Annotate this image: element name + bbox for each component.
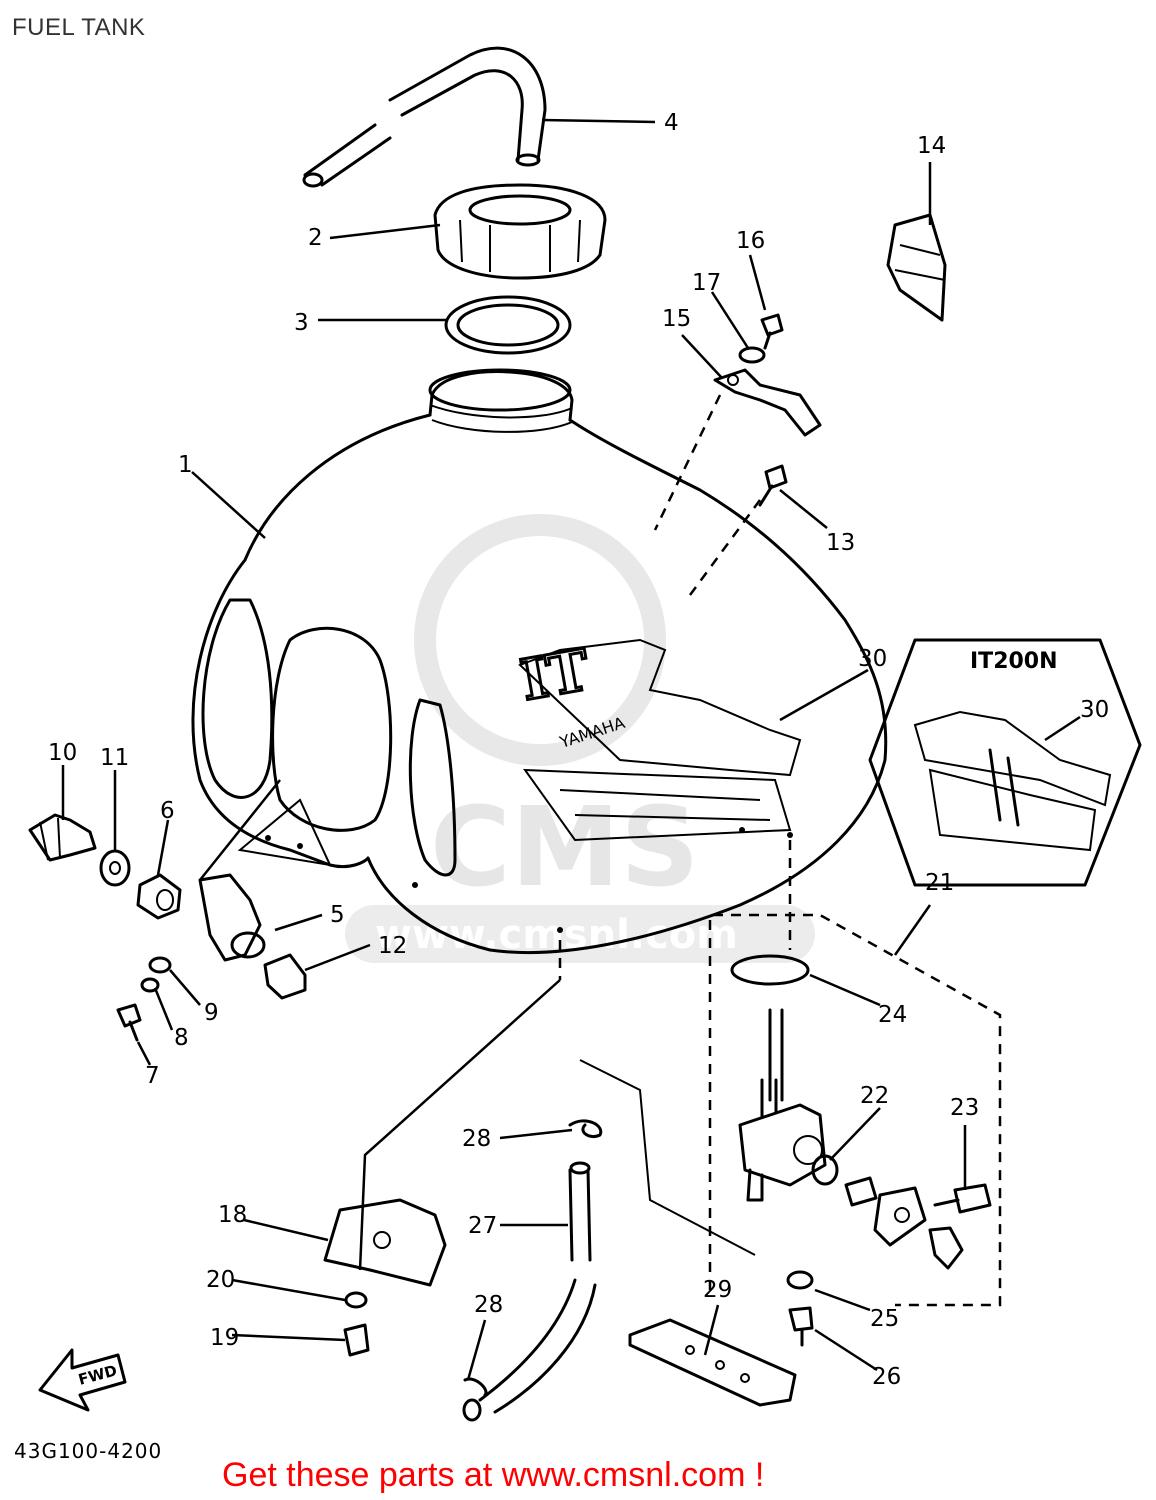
- callout-1: 1: [178, 452, 193, 478]
- model-inset: IT200N 30: [868, 638, 1142, 887]
- callout-30-inset: 30: [1080, 697, 1109, 723]
- rear-bracket: [323, 1198, 447, 1357]
- callout-6: 6: [160, 798, 175, 824]
- front-mount: [28, 813, 307, 1042]
- callout-26: 26: [872, 1364, 901, 1390]
- fuel-cock: [708, 913, 1002, 1347]
- callout-14: 14: [917, 133, 946, 159]
- callout-8: 8: [174, 1025, 189, 1051]
- callout-29: 29: [703, 1277, 732, 1303]
- callout-15: 15: [662, 306, 691, 332]
- callout-12: 12: [378, 933, 407, 959]
- callout-2: 2: [308, 225, 323, 251]
- callout-19: 19: [210, 1325, 239, 1351]
- callout-4: 4: [664, 110, 679, 136]
- callout-7: 7: [145, 1063, 160, 1089]
- callout-23: 23: [950, 1095, 979, 1121]
- callout-22: 22: [860, 1083, 889, 1109]
- callout-10: 10: [48, 740, 77, 766]
- bracket: [713, 368, 822, 437]
- cap-gasket: [444, 295, 572, 355]
- callout-20: 20: [206, 1267, 235, 1293]
- callout-21: 21: [925, 870, 954, 896]
- callout-5: 5: [330, 902, 345, 928]
- watermark-logo: CMS: [430, 783, 699, 911]
- washer: [738, 346, 766, 364]
- callout-13: 13: [826, 530, 855, 556]
- callout-28-secondary: 28: [474, 1292, 503, 1318]
- page-title: FUEL TANK: [12, 14, 146, 41]
- tank-decal-logo: IT: [516, 637, 595, 714]
- callout-30: 30: [858, 646, 887, 672]
- drawing-code: 43G100-4200: [14, 1439, 162, 1463]
- fuel-tank: IT YAMAHA: [191, 368, 888, 955]
- watermark: CMS www.cmsnl.com: [345, 514, 815, 963]
- callout-24: 24: [878, 1002, 907, 1028]
- model-inset-label: IT200N: [970, 649, 1058, 674]
- bolt: [760, 313, 784, 350]
- callout-28: 28: [462, 1126, 491, 1152]
- leader-lines: [61, 118, 967, 1381]
- callout-25: 25: [870, 1306, 899, 1332]
- callout-18: 18: [218, 1202, 247, 1228]
- callout-16: 16: [736, 228, 765, 254]
- callout-11: 11: [100, 745, 129, 771]
- breather-hose: [302, 46, 547, 188]
- callouts: 1 2 3 4 5 6 7 8 9 10 11 12 13 14 15 16 1…: [48, 110, 979, 1390]
- callout-3: 3: [294, 310, 309, 336]
- forward-arrow: FWD: [38, 1348, 127, 1412]
- callout-9: 9: [204, 1000, 219, 1026]
- clip: [886, 213, 947, 322]
- callout-27: 27: [468, 1213, 497, 1239]
- hose-protector: [628, 1318, 797, 1407]
- callout-17: 17: [692, 270, 721, 296]
- fuel-hose: [462, 1119, 603, 1422]
- promo-link[interactable]: Get these parts at www.cmsnl.com !: [222, 1456, 765, 1494]
- tank-bolt: [758, 464, 788, 507]
- fuel-cap: [433, 183, 607, 280]
